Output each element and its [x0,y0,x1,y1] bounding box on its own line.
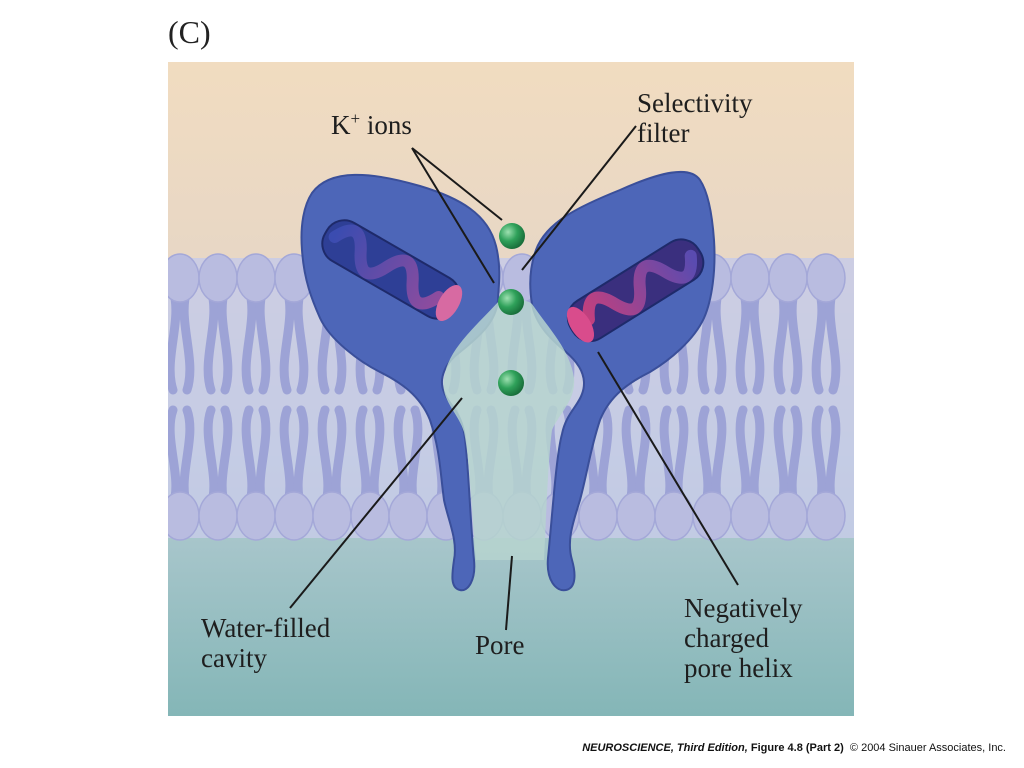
lipid-head [730,253,770,303]
lipid-head [806,491,846,541]
leader-pore [505,555,513,631]
lipid-head [198,491,238,541]
lipid-head [168,253,200,303]
figure-credit: NEUROSCIENCE, Third Edition, Figure 4.8 … [582,742,1006,754]
lipid-head [168,491,200,541]
lipid-head [692,491,732,541]
leader-k-ions-1 [411,147,503,221]
lipid-head [730,491,770,541]
leader-selectivity-filter [521,125,637,271]
lipid-head [806,253,846,303]
lipid-head [312,491,352,541]
panel-letter: (C) [168,14,211,50]
water-filled-cavity [443,300,575,560]
lipid-head [236,253,276,303]
lipid-head [198,253,238,303]
lipid-head [768,253,808,303]
leader-k-ions-2 [411,147,495,284]
lipid-head [388,491,428,541]
lipid-head [578,491,618,541]
k-ion-2 [498,289,524,315]
lipid-head [616,491,656,541]
leader-water-filled-cavity [289,397,463,609]
lipid-head [236,491,276,541]
leader-pore-helix [597,351,739,586]
pore-helix-left [321,219,463,322]
lipid-head [350,491,390,541]
pore-helix-right [566,238,705,343]
k-ion-3 [498,370,524,396]
label-pore: Pore [475,630,525,660]
label-k-ions: K+ ions [331,109,412,140]
lipid-head [274,491,314,541]
k-ion-1 [499,223,525,249]
lipid-head [768,491,808,541]
